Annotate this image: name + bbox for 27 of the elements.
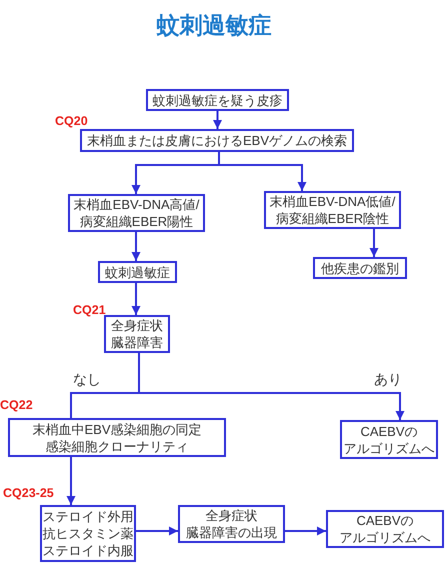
process-box: 他疾患の鑑別 — [313, 257, 407, 279]
process-box: 全身症状臓器障害の出現 — [178, 505, 285, 543]
callout-label: CQ23-25 — [3, 486, 54, 501]
callout-label: CQ21 — [73, 303, 106, 318]
process-box: 蚊刺過敏症 — [98, 261, 177, 283]
callout-label: CQ22 — [0, 398, 33, 413]
arrow — [66, 457, 76, 505]
arrow — [285, 526, 326, 536]
process-box: 全身症状臓器障害 — [104, 315, 170, 353]
process-box: 末梢血中EBV感染細胞の同定感染細胞クローナリティ — [8, 418, 226, 457]
arrow — [132, 283, 140, 315]
title: 蚊刺過敏症 — [156, 11, 272, 40]
process-box: 末梢血または皮膚におけるEBVゲノムの検索 — [80, 129, 354, 152]
process-box: CAEBVのアルゴリズムへ — [340, 420, 438, 459]
edge-label: あり — [374, 371, 402, 388]
callout-label: CQ20 — [55, 114, 88, 129]
edge-label: なし — [73, 371, 101, 388]
arrow — [136, 526, 178, 536]
arrow — [132, 232, 140, 261]
process-box: ステロイド外用抗ヒスタミン薬ステロイド内服 — [40, 505, 136, 562]
process-box: CAEBVのアルゴリズムへ — [326, 510, 444, 548]
arrow — [370, 229, 378, 257]
process-box: 末梢血EBV-DNA高値/病変組織EBER陽性 — [68, 194, 205, 232]
process-box: 蚊刺過敏症を疑う皮疹 — [146, 89, 289, 111]
arrow — [213, 111, 222, 129]
process-box: 末梢血EBV-DNA低値/病変組織EBER陰性 — [264, 191, 401, 229]
arrow — [138, 353, 404, 420]
